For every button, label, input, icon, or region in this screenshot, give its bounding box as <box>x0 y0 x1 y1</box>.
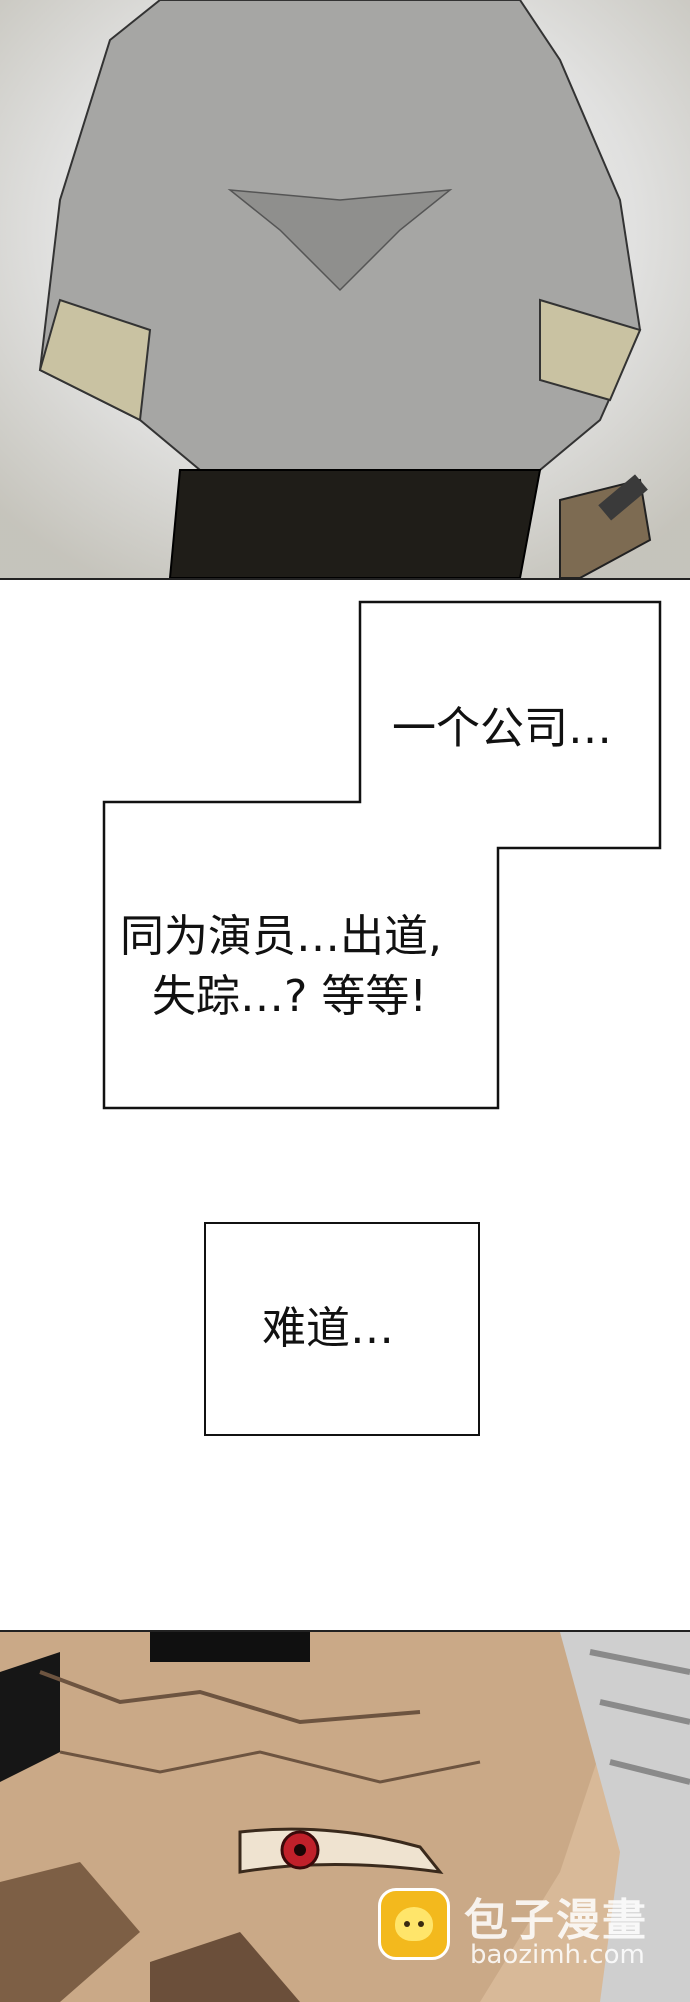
comic-panel-bottom <box>0 1630 690 2002</box>
stepped-speech-box <box>102 600 662 1110</box>
bubble-text-could-it-be: 难道… <box>262 1303 394 1354</box>
old-man-face-illustration <box>0 1632 690 2002</box>
speech-box-could-it-be <box>204 1222 480 1436</box>
bubble-text-actor: 同为演员…出道, <box>120 911 442 962</box>
site-watermark: 包子漫畫 baozimh.com <box>378 1888 678 1978</box>
bun-mascot-icon <box>378 1888 450 1960</box>
bubble-text-missing: 失踪…? 等等! <box>152 971 427 1022</box>
man-back-illustration <box>0 0 690 578</box>
watermark-title: 包子漫畫 <box>464 1895 648 1946</box>
comic-panel-top <box>0 0 690 580</box>
bubble-text-company: 一个公司… <box>392 703 612 754</box>
watermark-url: baozimh.com <box>470 1940 645 1970</box>
